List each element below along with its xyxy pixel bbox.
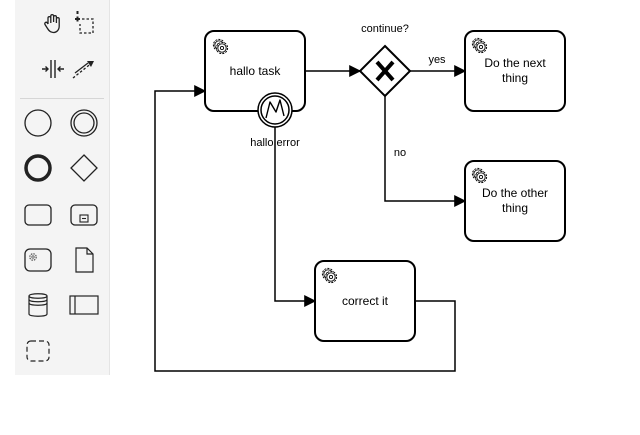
boundary-event-hallo-error[interactable] — [257, 92, 293, 128]
service-task-icon[interactable] — [23, 245, 53, 275]
gear-icon-secondary — [474, 40, 488, 54]
task-do-the-other-thing[interactable]: Do the other thing — [464, 160, 566, 242]
gear-icon-secondary — [324, 270, 338, 284]
palette — [15, 0, 110, 375]
palette-separator — [20, 98, 104, 99]
start-event-icon[interactable] — [23, 108, 53, 138]
flow-error-to-correct[interactable] — [274, 127, 317, 307]
task-label-line-1: Do the next — [484, 56, 546, 70]
gateway-icon[interactable] — [69, 153, 99, 183]
gear-icon-secondary — [215, 41, 229, 55]
task-label-line-1: Do the other — [482, 186, 548, 200]
task-do-the-next-thing[interactable]: Do the next thing — [464, 30, 566, 112]
task-icon[interactable] — [23, 200, 53, 230]
flow-correct-loop-back[interactable] — [154, 85, 456, 372]
flow-label-no: no — [394, 147, 406, 159]
data-object-icon[interactable] — [69, 245, 99, 275]
task-label-line-2: thing — [502, 71, 528, 85]
pool-icon[interactable] — [69, 290, 99, 320]
flow-no[interactable] — [384, 96, 467, 207]
intermediate-event-icon[interactable] — [69, 108, 99, 138]
task-label: correct it — [342, 294, 389, 308]
task-label: hallo task — [230, 64, 282, 78]
data-store-icon[interactable] — [23, 290, 53, 320]
lasso-tool-icon[interactable] — [71, 10, 97, 36]
boundary-event-label: hallo error — [250, 137, 300, 149]
gateway-label: continue? — [361, 23, 409, 35]
flow-label-yes: yes — [428, 54, 446, 66]
task-label-line-2: thing — [502, 201, 528, 215]
subprocess-icon[interactable] — [69, 200, 99, 230]
group-icon[interactable] — [23, 336, 53, 366]
task-hallo-task[interactable]: hallo task — [204, 30, 306, 112]
end-event-icon[interactable] — [23, 153, 53, 183]
task-correct-it[interactable]: correct it — [314, 260, 416, 342]
space-tool-icon[interactable] — [40, 56, 66, 82]
hand-tool-icon[interactable] — [40, 10, 66, 36]
x-icon — [375, 60, 395, 82]
gear-icon-secondary — [474, 170, 488, 184]
error-bolt-icon — [265, 99, 285, 119]
global-connect-tool-icon[interactable] — [71, 56, 97, 82]
gateway-continue[interactable] — [358, 44, 412, 98]
